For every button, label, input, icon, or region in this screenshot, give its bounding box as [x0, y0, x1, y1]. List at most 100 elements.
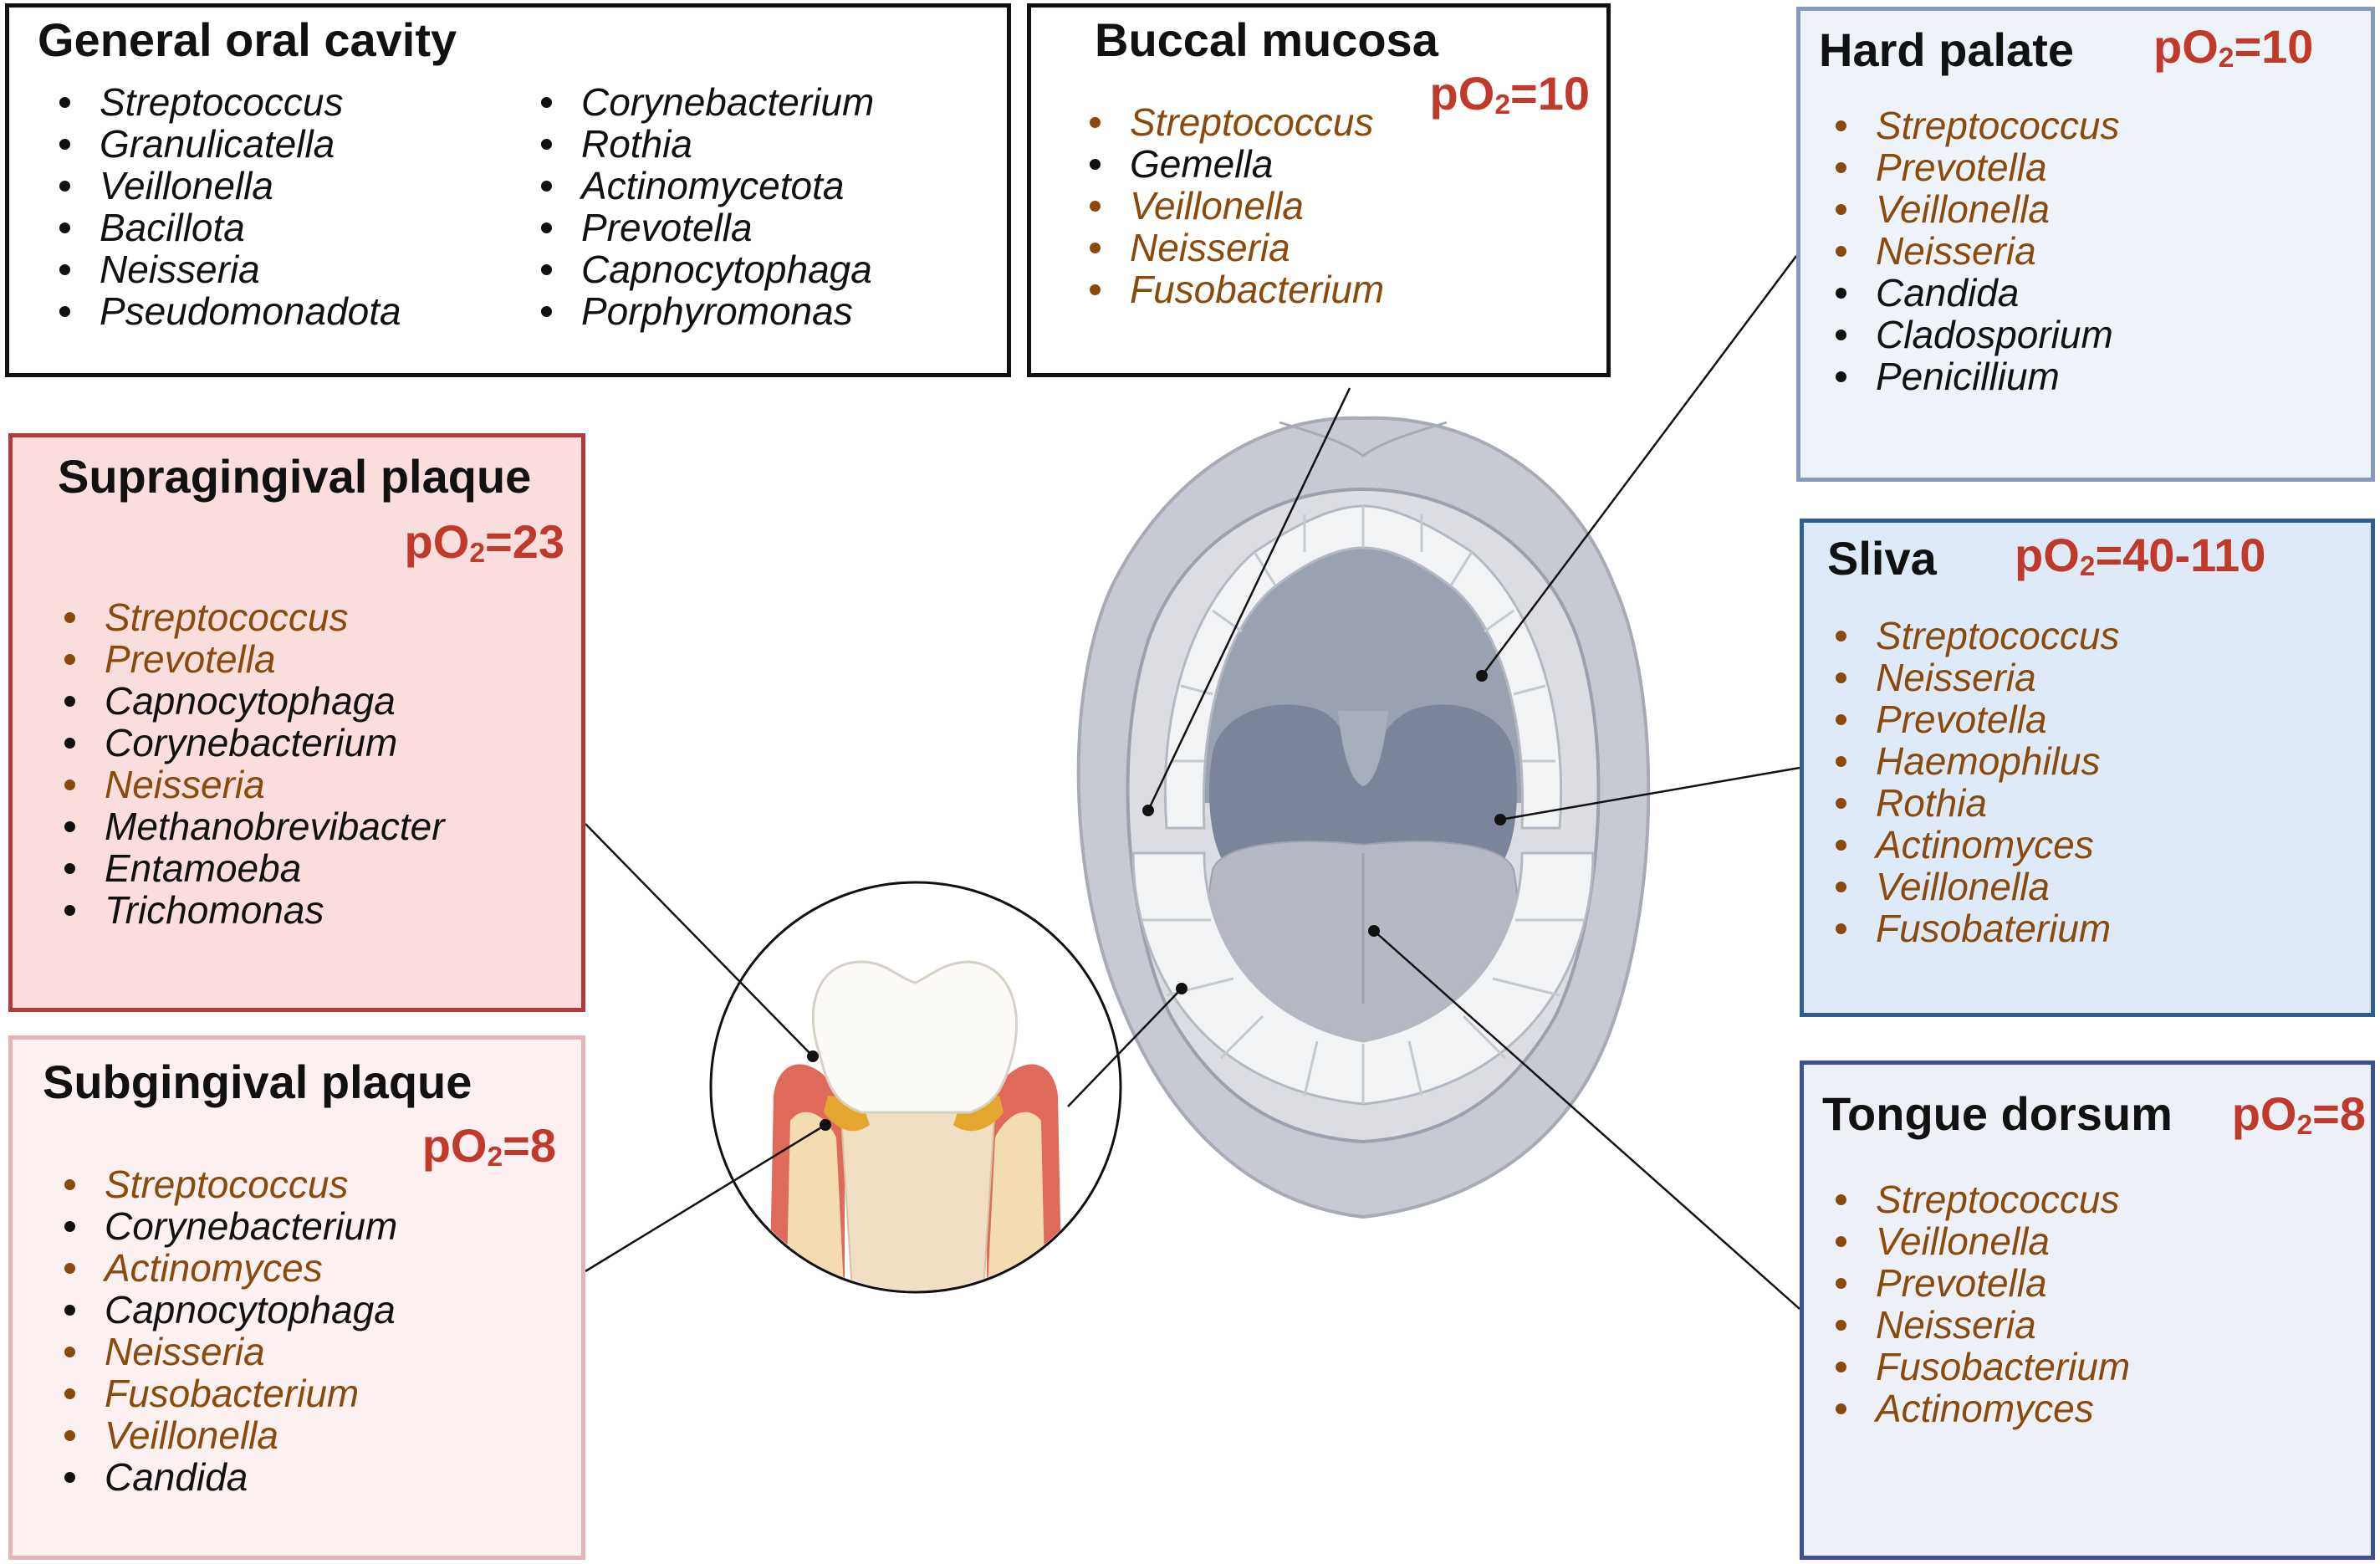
species-item: Streptococcus: [56, 1163, 397, 1205]
po2-value: =10: [2234, 20, 2314, 73]
connector-supragingival: [585, 823, 814, 1057]
species-item: Neisseria: [1827, 230, 2119, 272]
hard-palate-po2-label: pO2=10: [2153, 19, 2313, 74]
species-item: Actinomyces: [56, 1247, 397, 1289]
species-item: Prevotella: [1827, 1262, 2130, 1304]
lower-teeth: [1131, 851, 1595, 1106]
species-item: Prevotella: [533, 207, 874, 248]
dot-subgingival: [820, 1119, 831, 1131]
po2-value: =23: [485, 515, 564, 568]
species-item: Trichomonas: [56, 889, 445, 931]
species-item: Streptococcus: [1827, 105, 2119, 146]
po2-prefix: pO: [2015, 529, 2080, 581]
tooth-root: [839, 1103, 997, 1291]
species-item: Penicillium: [1827, 355, 2119, 397]
subgingival-plaque-title: Subgingival plaque: [43, 1055, 472, 1108]
supragingival-po2-label: pO2=23: [405, 514, 564, 570]
species-item: Streptococcus: [1827, 615, 2119, 657]
connector-magnifier: [1067, 988, 1182, 1107]
species-item: Gemella: [1081, 143, 1384, 185]
po2-subscript: 2: [2218, 43, 2234, 74]
species-item: Fusobacterium: [56, 1372, 397, 1414]
tongue-dorsum-title: Tongue dorsum: [1822, 1087, 2173, 1140]
species-item: Prevotella: [1827, 146, 2119, 188]
species-item: Corynebacterium: [533, 81, 874, 123]
species-item: Bacillota: [51, 207, 401, 248]
species-item: Capnocytophaga: [56, 680, 445, 722]
species-item: Streptococcus: [1827, 1178, 2130, 1220]
mouth-illustration: [1076, 416, 1651, 1219]
supragingival-plaque-title: Supragingival plaque: [58, 450, 532, 503]
po2-prefix: pO: [404, 515, 470, 568]
species-item: Neisseria: [56, 1331, 397, 1372]
connector-subgingival: [585, 1123, 826, 1273]
po2-prefix: pO: [2231, 1087, 2297, 1140]
connector-dots: [807, 670, 1506, 1131]
tongue-po2-label: pO2=8: [2232, 1086, 2366, 1142]
connector-sliva: [1499, 766, 1800, 821]
species-item: Veillonella: [1081, 185, 1384, 227]
sliva-po2-label: pO2=40-110: [2015, 528, 2265, 583]
species-item: Veillonella: [56, 1414, 397, 1456]
po2-prefix: pO: [1429, 67, 1495, 120]
po2-subscript: 2: [2079, 551, 2096, 583]
species-item: Methanobrevibacter: [56, 805, 445, 847]
dot-tongue: [1368, 925, 1380, 937]
po2-subscript: 2: [487, 1142, 503, 1173]
species-item: Porphyromonas: [533, 290, 874, 332]
po2-prefix: pO: [2153, 20, 2219, 73]
dot-supragingival: [807, 1050, 819, 1062]
tooth-illustration: [709, 881, 1122, 1294]
species-item: Actinomyces: [1827, 1388, 2130, 1429]
subgingival-po2-label: pO2=8: [422, 1118, 556, 1173]
species-item: Veillonella: [1827, 866, 2119, 907]
species-item: Rothia: [533, 123, 874, 165]
species-item: Candida: [56, 1456, 397, 1498]
po2-value: =40-110: [2095, 529, 2266, 581]
tooth-crown: [811, 960, 1019, 1114]
species-item: Cladosporium: [1827, 314, 2119, 355]
dot-sliva: [1494, 814, 1506, 825]
connector-buccal: [1147, 387, 1351, 811]
species-item: Neisseria: [1081, 227, 1384, 268]
species-item: Haemophilus: [1827, 740, 2119, 782]
hard-palate-title: Hard palate: [1819, 23, 2074, 76]
po2-value: =10: [1510, 67, 1590, 120]
upper-lip-notch: [1279, 421, 1448, 457]
po2-value: =8: [2312, 1087, 2366, 1140]
teeth-separators: [1141, 506, 1585, 1104]
species-item: Fusobaterium: [1827, 907, 2119, 949]
species-item: Entamoeba: [56, 847, 445, 889]
species-item: Fusobacterium: [1081, 268, 1384, 310]
species-item: Capnocytophaga: [56, 1289, 397, 1331]
species-item: Granulicatella: [51, 123, 401, 165]
connector-tongue: [1373, 930, 1800, 1310]
species-item: Actinomyces: [1827, 824, 2119, 866]
po2-subscript: 2: [2296, 1110, 2313, 1142]
species-item: Prevotella: [56, 638, 445, 680]
species-item: Capnocytophaga: [533, 248, 874, 290]
species-item: Streptococcus: [51, 81, 401, 123]
species-item: Neisseria: [56, 764, 445, 805]
species-item: Veillonella: [1827, 188, 2119, 230]
species-item: Neisseria: [1827, 657, 2119, 698]
dot-lower-teeth: [1176, 983, 1187, 994]
supragingival-plaque-box: Supragingival plaque pO2=23 Streptococcu…: [8, 433, 585, 1012]
general-oral-cavity-title: General oral cavity: [38, 13, 457, 66]
po2-value: =8: [503, 1119, 556, 1172]
po2-subscript: 2: [469, 538, 485, 570]
dot-hard-palate: [1476, 670, 1488, 682]
species-item: Pseudomonadota: [51, 290, 401, 332]
species-item: Streptococcus: [56, 596, 445, 638]
species-item: Rothia: [1827, 782, 2119, 824]
species-item: Neisseria: [51, 248, 401, 290]
